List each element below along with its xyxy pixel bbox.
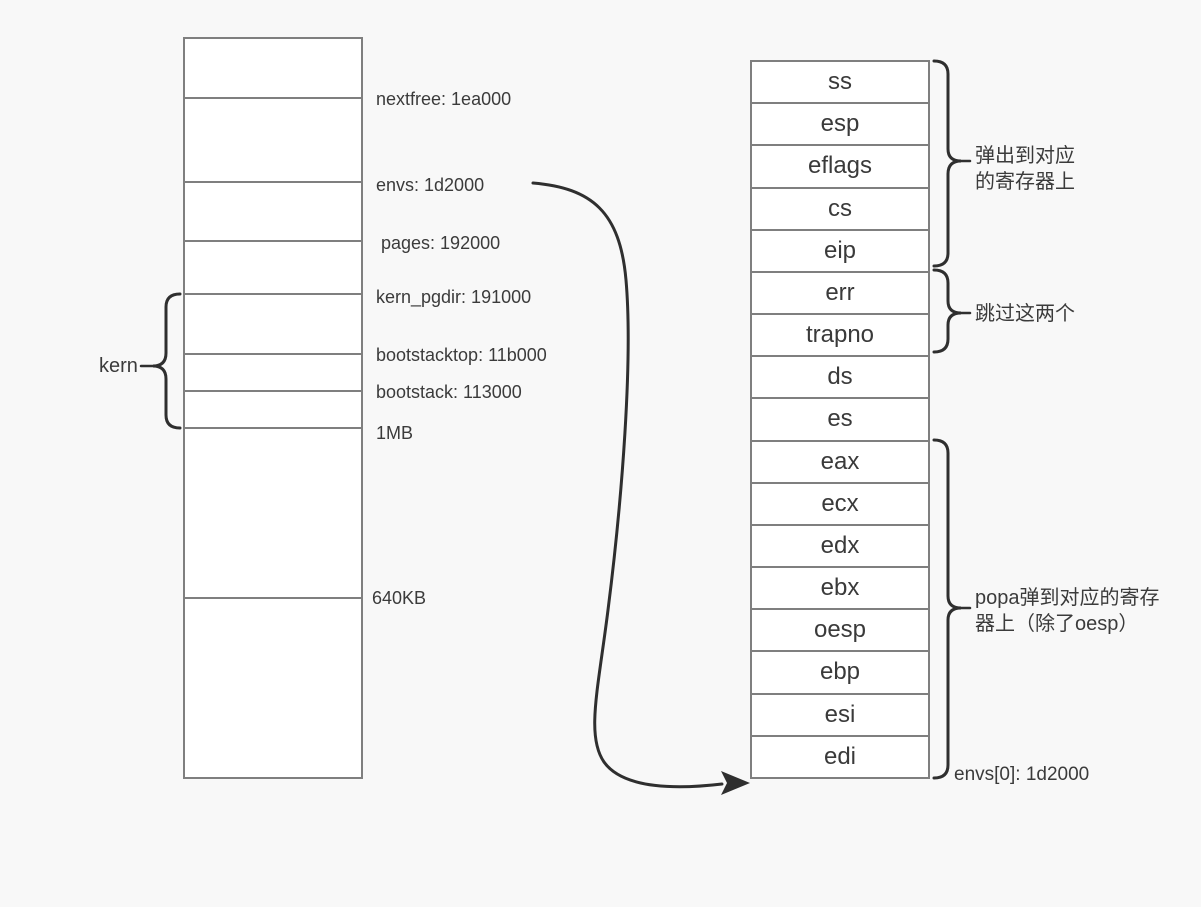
envs-pointer-arrowhead [721, 771, 750, 795]
stack-cell-label: ebx [820, 574, 860, 602]
stack-cell-ecx: ecx [752, 481, 928, 524]
stack-cell-label: esp [820, 110, 860, 138]
stack-cell-edx: edx [752, 523, 928, 567]
stack-cell-cs: cs [752, 186, 928, 229]
memory-label-bootstack: bootstack: 113000 [376, 382, 522, 402]
stack-cell-ebp: ebp [752, 650, 928, 693]
iret-brace [932, 59, 962, 268]
stack-cell-label: trapno [805, 321, 875, 349]
stack-cell-label: edx [820, 531, 860, 559]
stack-cell-ss: ss [752, 62, 928, 103]
stack-cell-ds: ds [752, 355, 928, 398]
memory-label-nextfree: nextfree: 1ea000 [376, 89, 512, 109]
stack-cell-eax: eax [752, 439, 928, 482]
stack-cell-es: es [752, 397, 928, 440]
stack-cell-label: oesp [813, 616, 867, 644]
stack-cell-label: es [827, 405, 853, 433]
memory-divider-bootstack [185, 390, 361, 392]
memory-divider-pages [185, 240, 361, 242]
stack-cell-eip: eip [752, 228, 928, 271]
memory-label-kern-pgdir: kern_pgdir: 191000 [376, 287, 532, 307]
memory-label-pages: pages: 192000 [381, 233, 501, 253]
stack-cell-label: err [825, 278, 855, 306]
stack-cell-eflags: eflags [752, 144, 928, 187]
memory-divider-envs [185, 181, 361, 183]
stack-cell-ebx: ebx [752, 566, 928, 609]
memory-divider-640kb [185, 597, 361, 599]
memory-label-640kb: 640KB [372, 588, 427, 608]
memory-label-1mb: 1MB [376, 423, 414, 443]
stack-cell-label: edi [823, 742, 857, 770]
stack-cell-label: eax [820, 447, 860, 475]
stack-cell-trapno: trapno [752, 313, 928, 356]
stack-cell-label: ss [828, 68, 852, 96]
stack-cell-label: cs [828, 194, 852, 222]
annotation-envs0: envs[0]: 1d2000 [954, 764, 1090, 785]
memory-divider-bootstacktop [185, 353, 361, 355]
register-stack: ss esp eflags cs eip err trapno ds es eax ecx edx eb… [750, 60, 930, 779]
memory-label-bootstacktop: bootstacktop: 11b000 [376, 345, 547, 365]
skip-brace [932, 268, 962, 354]
stack-cell-edi: edi [752, 734, 928, 777]
annotation-iret-pop: 弹出到对应 的寄存器上 [975, 145, 1075, 193]
stack-cell-label: ecx [821, 489, 859, 517]
stack-cell-label: eflags [807, 152, 873, 180]
stack-cell-esi: esi [752, 692, 928, 735]
stack-cell-label: eip [823, 236, 857, 264]
kern-brace [152, 292, 182, 430]
memory-divider-1mb [185, 427, 361, 429]
annotation-popa: popa弹到对应的寄存 器上（除了oesp） [975, 587, 1160, 635]
memory-column-box [183, 37, 363, 779]
memory-divider-nextfree [185, 97, 361, 99]
annotation-skip-two: 跳过这两个 [975, 303, 1075, 325]
stack-cell-esp: esp [752, 102, 928, 145]
stack-cell-label: esi [824, 700, 856, 728]
envs-pointer-arrow [531, 181, 724, 789]
memory-divider-kern-pgdir [185, 293, 361, 295]
stack-cell-oesp: oesp [752, 608, 928, 651]
stack-cell-label: ebp [819, 658, 861, 686]
memory-label-envs: envs: 1d2000 [376, 175, 485, 195]
popa-brace [932, 438, 962, 780]
stack-cell-label: ds [827, 363, 853, 391]
kern-brace-label: kern [99, 355, 138, 377]
stack-cell-err: err [752, 270, 928, 314]
